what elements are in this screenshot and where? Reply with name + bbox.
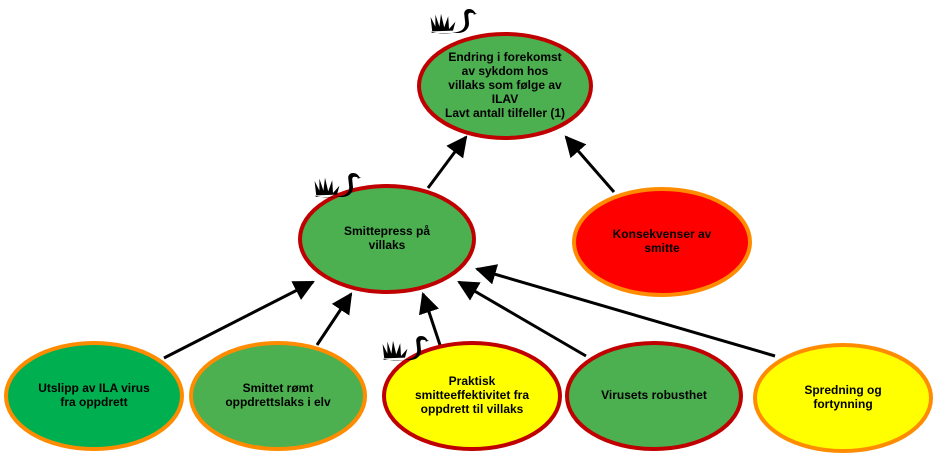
node-label-line: villaks: [369, 238, 406, 252]
node-label-line: Lavt antall tilfeller (1): [445, 106, 565, 120]
node-ellipse: [417, 32, 593, 140]
arrow-praktisk-to-smittepress: [419, 292, 442, 346]
node-virusets: Virusets robusthet: [565, 341, 743, 451]
node-label-line: Virusets robusthet: [601, 388, 707, 402]
black-swan-icon: [430, 9, 477, 34]
node-ellipse: [565, 341, 743, 451]
node-label-line: oppdrettslaks i elv: [225, 395, 331, 409]
node-label-line: smitteeffektivitet fra: [415, 388, 529, 402]
arrow-smittepress-to-top: [426, 135, 468, 189]
node-ellipse: [4, 341, 184, 451]
arrow-konsekvenser-to-top: [564, 135, 616, 193]
node-ellipse: [189, 341, 367, 451]
node-label-line: Konsekvenser av: [613, 227, 712, 241]
arrow-virusets-to-smittepress: [457, 280, 587, 358]
node-label-line: Spredning og: [804, 383, 881, 397]
node-label-line: Smittepress på: [344, 224, 430, 238]
node-ellipse: [572, 187, 752, 297]
node-ellipse: [298, 184, 476, 294]
node-label-line: smitte: [644, 241, 680, 255]
node-ellipse: [753, 343, 933, 453]
node-label-line: villaks som følge av: [448, 78, 562, 92]
node-label-line: Utslipp av ILA virus: [38, 381, 150, 395]
arrow-spredning-to-smittepress: [474, 264, 776, 358]
node-label-line: Praktisk: [449, 374, 496, 388]
node-label-line: av sykdom hos: [462, 64, 549, 78]
node-label-line: oppdrett til villaks: [421, 402, 524, 416]
edges-layer: [163, 135, 776, 360]
node-label-line: ILAV: [492, 92, 518, 106]
node-label-line: fra oppdrett: [60, 395, 127, 409]
node-label-line: fortynning: [813, 397, 872, 411]
node-label-line: Endring i forekomst: [448, 50, 561, 64]
arrow-smittet_romt-to-smittepress: [315, 292, 353, 346]
node-ellipse: [382, 341, 562, 451]
arrow-utslipp-to-smittepress: [163, 280, 315, 360]
node-label-line: Smittet rømt: [243, 381, 314, 395]
